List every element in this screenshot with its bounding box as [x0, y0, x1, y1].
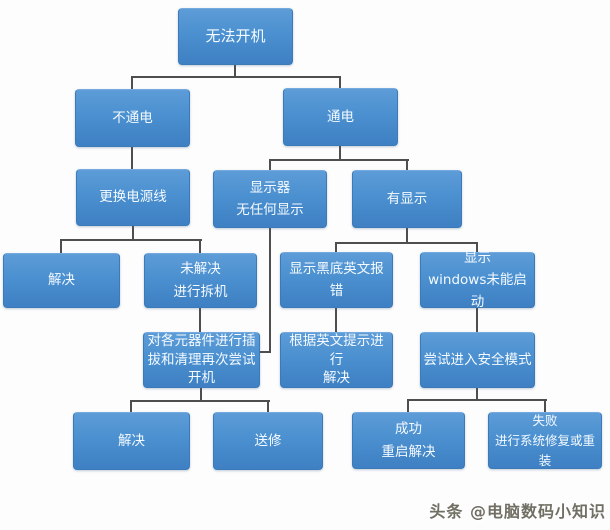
connector-power-to-no-display — [269, 159, 271, 171]
connector-root-to-power — [339, 76, 341, 89]
node-try-safe-mode: 尝试进入安全模式 — [420, 332, 535, 388]
node-solve-per-english-prompt: 根据英文提示进行 解决 — [280, 332, 393, 388]
node-solved-bottom: 解决 — [73, 412, 190, 470]
node-replug-clean-retry: 对各元器件进行插 拔和清理再次尝试 开机 — [143, 332, 260, 388]
connector-has-display-to-blackscreen — [335, 242, 337, 252]
connector-no-display-drop — [269, 228, 271, 353]
connector-root-stem — [234, 65, 236, 77]
connector-power-stem — [339, 146, 341, 161]
node-unsolved-disassemble: 未解决 进行拆机 — [144, 253, 257, 308]
connector-cable-to-solved — [60, 239, 62, 253]
connector-safemode-stem — [476, 388, 478, 401]
node-success-restart-solved: 成功 重启解决 — [352, 412, 465, 469]
connector-replug-to-repair — [267, 400, 269, 412]
node-solved-left: 解决 — [3, 253, 120, 308]
connector-cable-to-unsolved — [199, 239, 201, 253]
connector-cable-branch — [60, 239, 202, 241]
node-power-on: 通电 — [283, 88, 398, 146]
node-black-screen-english-error: 显示黑底英文报错 — [280, 252, 393, 308]
node-has-display: 有显示 — [352, 170, 462, 228]
connector-replug-to-solved — [130, 400, 132, 412]
connector-replug-stem — [200, 388, 202, 402]
node-no-power: 不通电 — [75, 89, 190, 147]
watermark-text: 头条 @电脑数码小知识 — [429, 502, 606, 521]
connector-winfail-to-safemode — [476, 308, 478, 332]
connector-no-display-to-replug — [258, 351, 271, 353]
connector-has-display-branch — [335, 242, 478, 244]
connector-safemode-branch — [407, 399, 547, 401]
connector-has-display-to-winfail — [476, 242, 478, 252]
connector-unsolved-to-replug — [199, 308, 201, 332]
connector-has-display-stem — [406, 228, 408, 244]
node-monitor-no-display: 显示器 无任何显示 — [213, 170, 327, 228]
connector-power-to-has-display — [406, 159, 408, 171]
connector-root-branch — [131, 76, 341, 78]
node-replace-power-cable: 更换电源线 — [76, 169, 190, 226]
connector-safemode-to-success — [407, 399, 409, 412]
node-fail-repair-or-reinstall: 失败 进行系统修复或重装 — [488, 412, 602, 469]
connector-no-power-to-cable — [131, 147, 133, 169]
node-send-for-repair: 送修 — [213, 412, 323, 470]
node-windows-failed-to-start: 显示 windows未能启动 — [420, 250, 535, 310]
node-cannot-boot: 无法开机 — [178, 8, 293, 65]
connector-safemode-to-fail — [544, 399, 546, 412]
connector-replug-branch — [130, 400, 270, 402]
connector-root-to-no-power — [131, 76, 133, 90]
connector-power-branch — [269, 159, 409, 161]
connector-blackscreen-to-engfix — [335, 308, 337, 332]
connector-cable-stem — [132, 226, 134, 241]
